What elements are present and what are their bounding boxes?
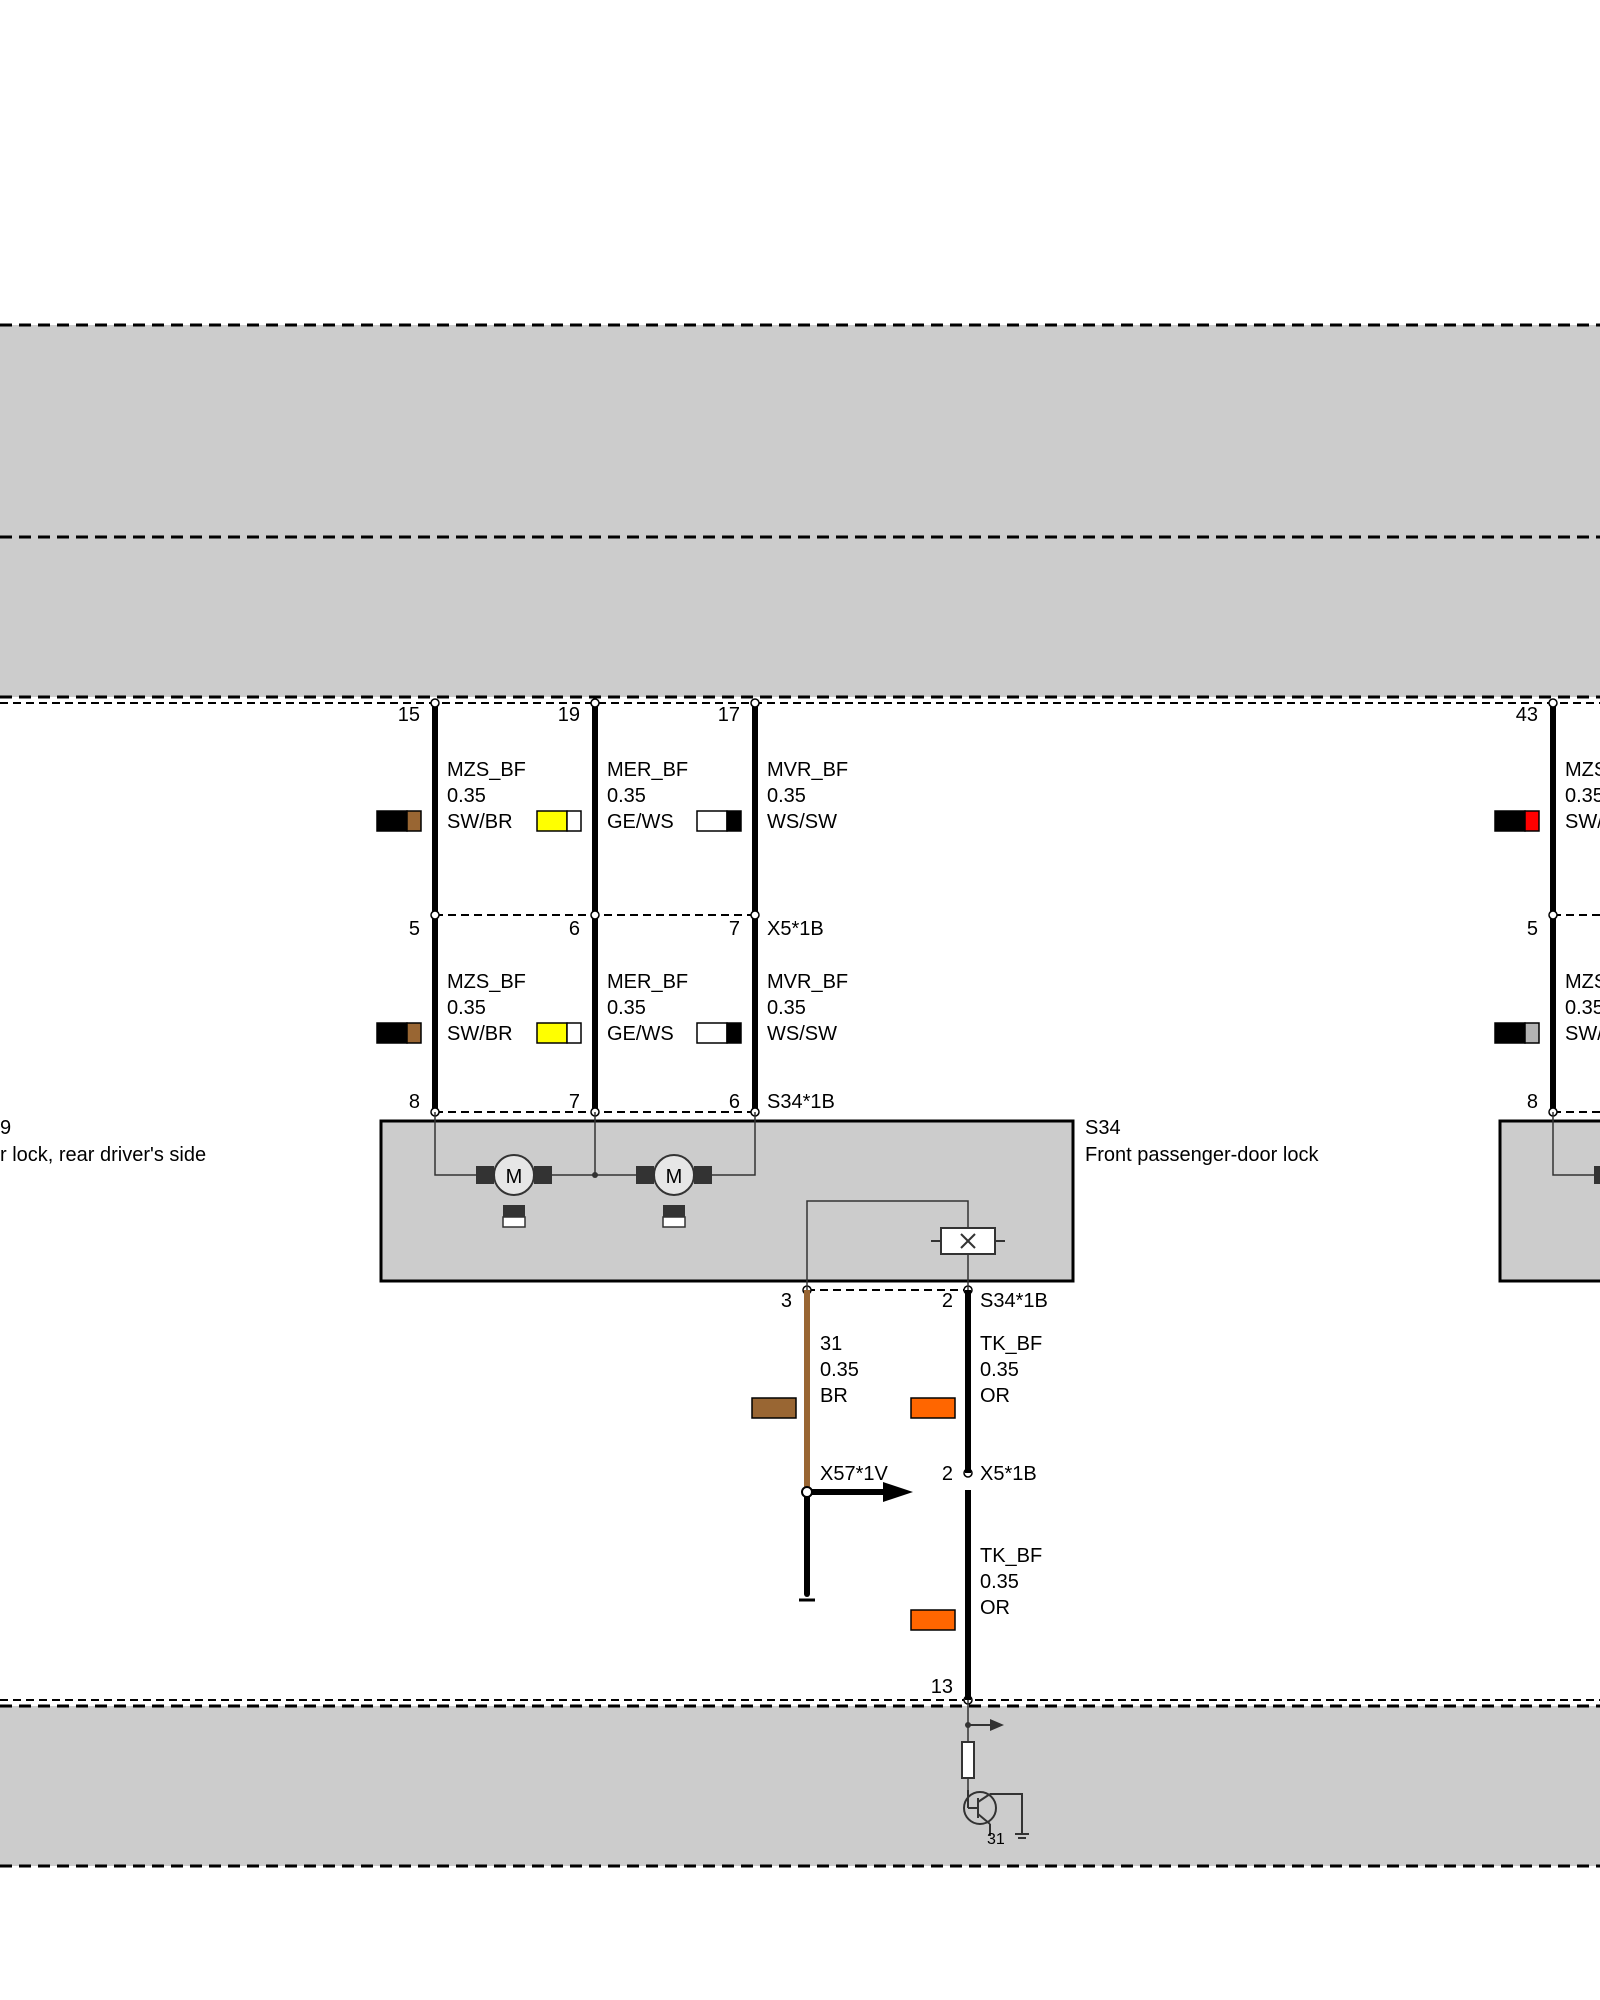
pin-numbers: 15 19 17 43 5 6 7 5 8 7 6 8 3 2 2 13 <box>398 704 1538 1698</box>
bottom-module-band <box>0 1699 1600 1868</box>
wire-color-code: OR <box>980 1385 1010 1407</box>
pin-number: 6 <box>569 918 580 940</box>
swatch-ws-sw <box>696 1022 742 1044</box>
motor-icon: M <box>476 1154 552 1228</box>
connector-label-s34-bottom: S34*1B <box>980 1290 1048 1312</box>
pin-number: 8 <box>1527 1091 1538 1113</box>
wire-color-code: OR <box>980 1597 1010 1619</box>
wire-size: 0.35 <box>447 997 486 1019</box>
wire-color-swatches <box>376 810 1540 1631</box>
connector-label-s34: S34*1B <box>767 1091 835 1113</box>
pin-number: 7 <box>569 1091 580 1113</box>
wire-color-code: SW/ <box>1565 1023 1600 1045</box>
pin-number: 13 <box>931 1676 953 1698</box>
wire-size: 0.35 <box>1565 785 1600 807</box>
swatch-ws-sw <box>696 810 742 832</box>
wire-color-code: SW/ <box>1565 811 1600 833</box>
wire-size: 0.35 <box>820 1359 859 1381</box>
svg-text:M: M <box>666 1166 683 1188</box>
top-module-band <box>0 323 1600 704</box>
pin-number: 19 <box>558 704 580 726</box>
pin-number: 5 <box>1527 918 1538 940</box>
wire-name: MZS <box>1565 971 1600 993</box>
wire-name: MZS_BF <box>447 971 526 993</box>
connector-label-x5: X5*1B <box>767 918 824 940</box>
wire-labels-upper: MZS_BF 0.35 SW/BR MER_BF 0.35 GE/WS MVR_… <box>447 759 1600 833</box>
wire-name: MVR_BF <box>767 759 848 781</box>
s34-code: S34 <box>1085 1117 1121 1139</box>
swatch-or <box>910 1397 956 1419</box>
pin-number: 2 <box>942 1290 953 1312</box>
resistor-icon <box>961 1741 975 1779</box>
swatch-ge-ws <box>536 810 582 832</box>
connector-label-x5-bottom: X5*1B <box>980 1463 1037 1485</box>
swatch-sw-br <box>376 1022 422 1044</box>
wire-name: 31 <box>820 1333 842 1355</box>
wire-color-code: WS/SW <box>767 811 837 833</box>
pin-number: 2 <box>942 1463 953 1485</box>
pin-marks <box>430 698 1558 1705</box>
wire-size: 0.35 <box>767 785 806 807</box>
switch-icon <box>931 1227 1005 1255</box>
connector-label-x57: X57*1V <box>820 1463 888 1485</box>
wire-name: MZS <box>1565 759 1600 781</box>
ground-label: 31 <box>987 1831 1005 1848</box>
swatch-ge-ws <box>536 1022 582 1044</box>
swatch-sw-gr <box>1494 1022 1540 1044</box>
wire-name: MVR_BF <box>767 971 848 993</box>
svg-text:M: M <box>506 1166 523 1188</box>
motor-icon: M <box>636 1154 712 1228</box>
transistor-icon <box>963 1790 1023 1836</box>
wire-color-code: BR <box>820 1385 848 1407</box>
pin-number: 5 <box>409 918 420 940</box>
left-component-code: 9 <box>0 1117 11 1139</box>
wire-size: 0.35 <box>1565 997 1600 1019</box>
wire-color-code: WS/SW <box>767 1023 837 1045</box>
pin-number: 15 <box>398 704 420 726</box>
wire-color-code: SW/BR <box>447 811 513 833</box>
pin-number: 17 <box>718 704 740 726</box>
wire-name: MZS_BF <box>447 759 526 781</box>
wire-size: 0.35 <box>447 785 486 807</box>
wire-name: MER_BF <box>607 759 688 781</box>
pin-number: 3 <box>781 1290 792 1312</box>
left-component-description: r lock, rear driver's side <box>0 1144 206 1166</box>
wire-size: 0.35 <box>980 1359 1019 1381</box>
wire-size: 0.35 <box>607 785 646 807</box>
right-partial-module <box>1498 1112 1600 1283</box>
wire-size: 0.35 <box>607 997 646 1019</box>
s34-description: Front passenger-door lock <box>1085 1144 1319 1166</box>
swatch-sw-rt <box>1494 810 1540 832</box>
wire-color-code: SW/BR <box>447 1023 513 1045</box>
swatch-sw-br <box>376 810 422 832</box>
swatch-or <box>910 1609 956 1631</box>
transistor-input-circuit <box>961 1700 1029 1839</box>
wire-name: MER_BF <box>607 971 688 993</box>
wire-labels-middle: MZS_BF 0.35 SW/BR MER_BF 0.35 GE/WS MVR_… <box>447 971 1600 1045</box>
ground-wire <box>799 1290 913 1602</box>
wire-color-code: GE/WS <box>607 1023 674 1045</box>
pin-number: 6 <box>729 1091 740 1113</box>
s34-door-lock-module: M M <box>379 1112 1075 1290</box>
wire-name: TK_BF <box>980 1545 1042 1567</box>
arrow-right-icon <box>812 1482 913 1502</box>
pin-number: 43 <box>1516 704 1538 726</box>
wire-size: 0.35 <box>767 997 806 1019</box>
arrow-right-icon <box>990 1719 1004 1731</box>
ground-icon <box>1015 1833 1029 1839</box>
wire-size: 0.35 <box>980 1571 1019 1593</box>
wire-color-code: GE/WS <box>607 811 674 833</box>
pin-number: 7 <box>729 918 740 940</box>
wire-name: TK_BF <box>980 1333 1042 1355</box>
upper-wires <box>432 703 1556 1112</box>
pin-number: 8 <box>409 1091 420 1113</box>
swatch-br <box>751 1397 797 1419</box>
